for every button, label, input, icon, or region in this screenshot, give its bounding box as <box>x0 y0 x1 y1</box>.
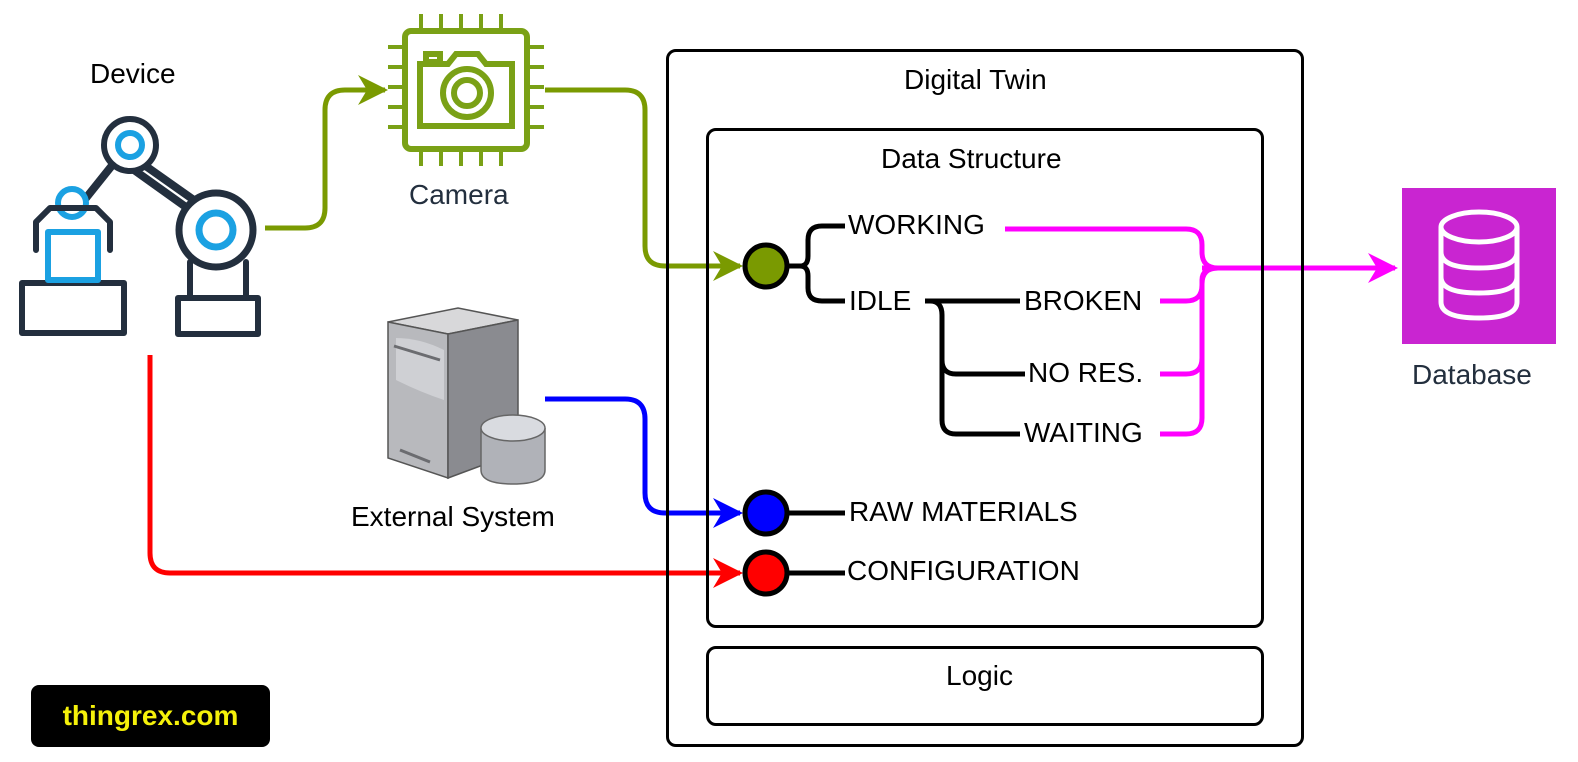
state-tree-lines <box>788 223 1025 576</box>
device-to-configuration-connector <box>147 355 743 588</box>
data-structure-title: Data Structure <box>881 143 1062 174</box>
server-icon <box>387 307 546 485</box>
device-label: Device <box>90 58 176 89</box>
brand-text: thingrex.com <box>62 700 239 731</box>
camera-label: Camera <box>409 179 509 210</box>
configuration-label: CONFIGURATION <box>847 555 1080 586</box>
camera-chip-icon <box>388 14 544 166</box>
camera-to-state-connector <box>545 87 743 281</box>
brand-badge: thingrex.com <box>31 685 270 747</box>
logic-container <box>706 646 1264 726</box>
state-idle: IDLE <box>849 285 912 316</box>
state-no-res: NO RES. <box>1028 357 1144 388</box>
external-to-raw-materials-connector <box>545 396 743 528</box>
device-to-camera-connector <box>265 75 388 231</box>
database-connectors <box>1005 226 1398 437</box>
data-structure-container <box>706 128 1264 628</box>
raw-materials-label: RAW MATERIALS <box>849 496 1078 527</box>
database-label: Database <box>1412 359 1532 390</box>
digital-twin-container <box>666 49 1304 747</box>
raw-materials-node <box>742 489 790 537</box>
logic-title: Logic <box>946 660 1013 691</box>
status-node <box>742 242 790 290</box>
configuration-node <box>742 549 790 597</box>
digital-twin-title: Digital Twin <box>904 64 1047 95</box>
state-broken: BROKEN <box>1024 285 1143 316</box>
robot-arm-icon <box>19 116 261 337</box>
database-icon <box>1402 188 1556 344</box>
state-waiting: WAITING <box>1024 417 1143 448</box>
external-system-label: External System <box>351 501 555 532</box>
state-working: WORKING <box>848 209 985 240</box>
